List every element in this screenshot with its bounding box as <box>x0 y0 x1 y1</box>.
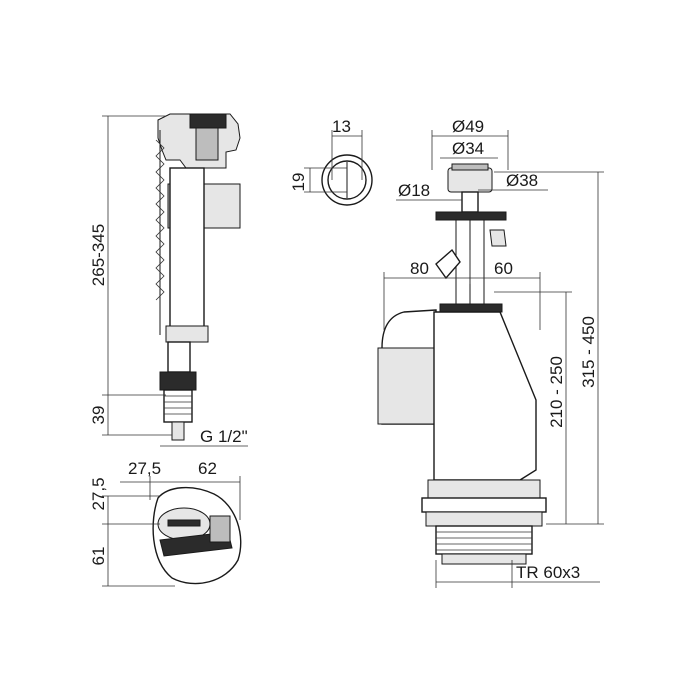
flush-valve-view: Ø49 Ø34 Ø18 Ø38 80 60 210 - 250 315 - 45… <box>377 117 604 588</box>
flush-button-cap <box>447 167 493 193</box>
fill-valve-head-cap <box>189 113 227 129</box>
flush-stem-plate <box>435 211 507 221</box>
dim-button-inner: Ø34 <box>452 139 484 158</box>
flush-valve-seal <box>425 511 543 527</box>
flush-button-top <box>451 163 489 171</box>
dim-cap: Ø38 <box>506 171 538 190</box>
top-view-clip <box>209 515 231 543</box>
fill-valve-thread <box>163 389 193 423</box>
overflow-arm <box>435 248 461 280</box>
flush-button-view: 13 19 <box>289 117 373 206</box>
dim-offset-left: 80 <box>410 259 429 278</box>
dim-stem: Ø18 <box>398 181 430 200</box>
flush-valve-thread-lines <box>436 531 532 551</box>
flush-valve-outlet <box>441 553 527 565</box>
dim-height-range: 265-345 <box>89 224 108 286</box>
flush-valve-base <box>427 479 541 499</box>
fill-valve-tube <box>169 167 205 341</box>
flush-valve-gasket <box>421 497 547 513</box>
label-thread-tr: TR 60x3 <box>516 563 580 582</box>
fill-valve-nut <box>159 371 197 391</box>
float-chain <box>155 139 165 301</box>
dim-bottom-height: 39 <box>89 406 108 425</box>
dim-depth-top: 27,5 <box>89 477 108 510</box>
label-thread-g12: G 1/2" <box>200 427 248 446</box>
fill-valve-head-block <box>195 127 219 161</box>
flush-valve-body <box>433 311 537 481</box>
fill-valve-tube-collar <box>165 325 209 343</box>
flush-stem <box>461 191 479 213</box>
dim-total-range: 315 - 450 <box>579 316 598 388</box>
overflow-box <box>377 347 437 425</box>
dim-button-width: 13 <box>332 117 351 136</box>
flush-crossbar <box>439 303 503 313</box>
fill-valve-inlet <box>171 421 185 441</box>
fill-valve-neck <box>167 341 191 373</box>
fill-valve-side-view: 265-345 39 G 1/2" <box>89 113 248 447</box>
dim-button-outer: Ø49 <box>452 117 484 136</box>
top-view-slot <box>167 519 201 527</box>
dim-width-left: 27,5 <box>128 459 161 478</box>
dim-button-height: 19 <box>289 173 308 192</box>
dim-depth-bottom: 61 <box>89 547 108 566</box>
dim-adjust-range: 210 - 250 <box>547 356 566 428</box>
fill-valve-thread-lines <box>164 395 192 415</box>
overflow-lever <box>489 229 507 247</box>
dim-width-right: 62 <box>198 459 217 478</box>
dim-offset-right: 60 <box>494 259 513 278</box>
fill-valve-top-view: 27,5 62 27,5 61 <box>89 459 242 587</box>
